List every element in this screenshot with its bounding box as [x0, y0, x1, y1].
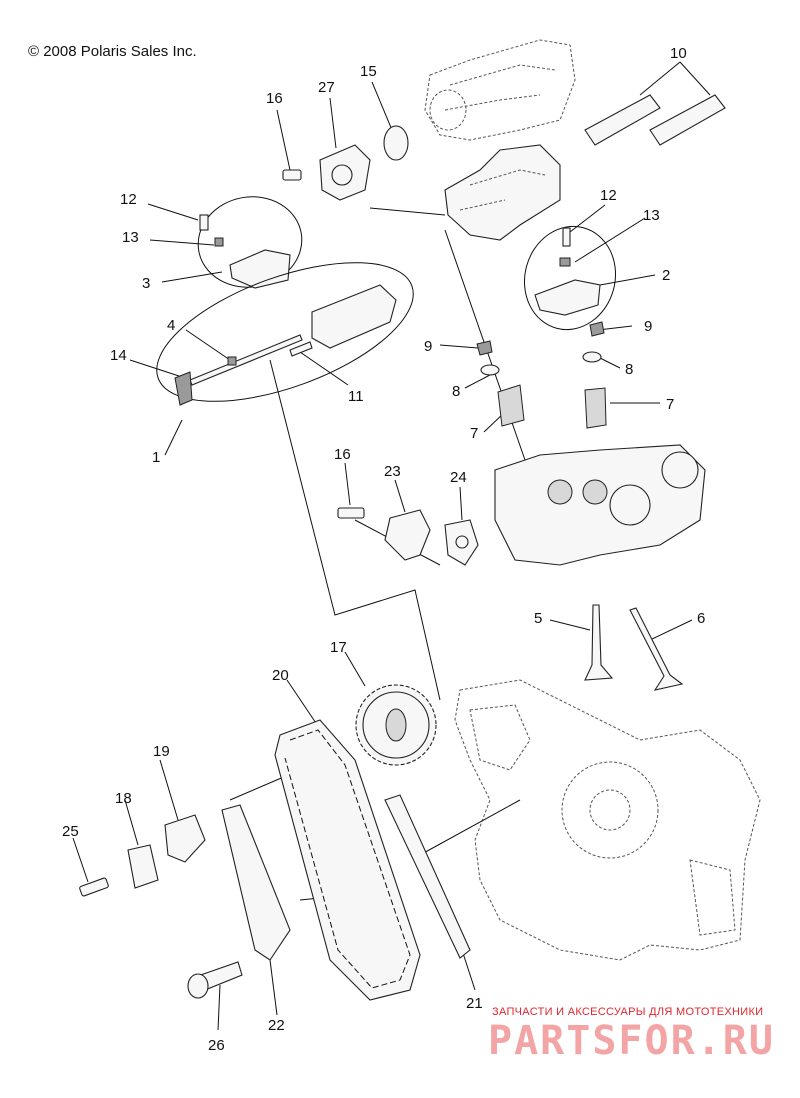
callout-26: 26: [208, 1037, 225, 1054]
copyright-notice: © 2008 Polaris Sales Inc.: [28, 43, 197, 60]
callout-21: 21: [466, 995, 483, 1012]
callout-13-right: 13: [643, 207, 660, 224]
callout-8-left: 8: [452, 383, 460, 400]
chain-guides: [221, 794, 471, 961]
cam-cap-assembly: [282, 125, 409, 201]
cylinder-head: [494, 444, 706, 566]
callout-9-left: 9: [424, 338, 432, 355]
valves: [584, 604, 684, 691]
callout-16-top: 16: [266, 90, 283, 107]
callout-11: 11: [348, 388, 364, 405]
callout-4: 4: [167, 317, 175, 334]
tensioner-hardware: [79, 814, 243, 999]
callout-22: 22: [268, 1017, 285, 1034]
cam-sprocket: [355, 684, 437, 766]
callout-23: 23: [384, 463, 401, 480]
callout-17: 17: [330, 639, 347, 656]
rocker-shafts: [584, 94, 726, 146]
callout-12-right: 12: [600, 187, 617, 204]
callout-1: 1: [152, 449, 160, 466]
callout-15: 15: [360, 63, 377, 80]
callout-6: 6: [697, 610, 705, 627]
callout-5: 5: [534, 610, 542, 627]
watermark-tagline: ЗАПЧАСТИ И АКСЕССУАРЫ ДЛЯ МОТОТЕХНИКИ: [492, 1006, 764, 1018]
exhaust-rocker-balloon: [523, 225, 617, 331]
tensioner-assembly: [337, 507, 479, 566]
callout-14: 14: [110, 347, 127, 364]
callout-10: 10: [670, 45, 687, 62]
callout-16-mid: 16: [334, 446, 351, 463]
valve-train-parts: [476, 321, 607, 429]
cam-chain: [274, 719, 421, 1001]
callout-20: 20: [272, 667, 289, 684]
callout-9-right: 9: [644, 318, 652, 335]
callout-25: 25: [62, 823, 79, 840]
camshaft-balloon: [156, 262, 414, 406]
watermark-logo[interactable]: PARTSFOR.RU: [488, 1018, 775, 1064]
callout-3: 3: [142, 275, 150, 292]
cylinder-head-cover-ghost: [424, 39, 576, 141]
callout-12-left: 12: [120, 191, 137, 208]
callout-24: 24: [450, 469, 467, 486]
callout-13-left: 13: [122, 229, 139, 246]
crankcase-ghost: [454, 679, 761, 961]
callout-7-right: 7: [666, 396, 674, 413]
callout-labels: 10 27 15 16 12 13 3 4 14 11 1 12 13 2 9 …: [62, 45, 705, 1054]
intake-rocker-balloon: [197, 196, 303, 289]
leader-lines: [72, 61, 711, 1031]
callout-27: 27: [318, 79, 335, 96]
rocker-support: [444, 144, 561, 241]
callout-7-left: 7: [470, 425, 478, 442]
callout-2: 2: [662, 267, 670, 284]
callout-8-right: 8: [625, 361, 633, 378]
callout-18: 18: [115, 790, 132, 807]
callout-19: 19: [153, 743, 170, 760]
